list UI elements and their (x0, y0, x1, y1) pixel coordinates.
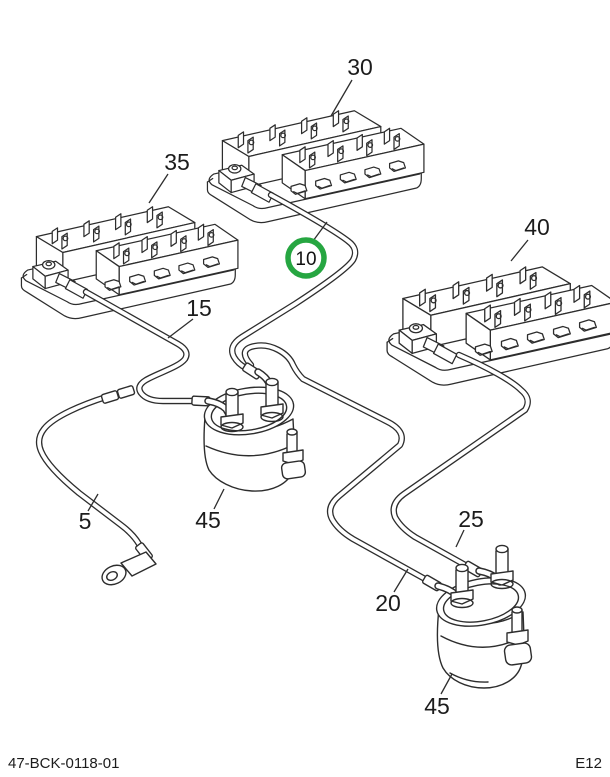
cable-10 (229, 191, 359, 372)
callout-15[interactable]: 15 (167, 295, 212, 339)
callout-5-label[interactable]: 5 (79, 508, 92, 534)
callout-10-label[interactable]: 10 (295, 249, 316, 270)
callout-25[interactable]: 25 (455, 506, 484, 548)
callout-25-label[interactable]: 25 (458, 506, 484, 532)
ring-terminal (101, 551, 157, 586)
callout-45-bottom-label[interactable]: 45 (424, 693, 450, 719)
page-code: E12 (575, 755, 602, 772)
callout-30[interactable]: 30 (330, 54, 373, 117)
callout-35[interactable]: 35 (148, 149, 190, 204)
callout-45-center-label[interactable]: 45 (195, 507, 221, 533)
canister-center-studs (220, 377, 307, 480)
fuse-block-40 (387, 267, 610, 385)
callout-20[interactable]: 20 (375, 568, 409, 616)
callout-35-label[interactable]: 35 (164, 149, 190, 175)
callout-10-highlighted[interactable]: 10 (285, 221, 328, 279)
callout-45-center[interactable]: 45 (195, 488, 225, 533)
fuse-block-30 (207, 111, 423, 223)
document-number: 47-BCK-0118-01 (8, 755, 119, 772)
highlight-circle[interactable] (285, 237, 327, 279)
callout-5[interactable]: 5 (79, 493, 99, 534)
cable-20 (241, 342, 429, 583)
callout-20-label[interactable]: 20 (375, 590, 401, 616)
callout-40-label[interactable]: 40 (524, 214, 550, 240)
callout-30-label[interactable]: 30 (347, 54, 373, 80)
cable-15 (82, 288, 198, 405)
callout-15-label[interactable]: 15 (186, 295, 212, 321)
callout-45-bottom[interactable]: 45 (424, 673, 453, 719)
canister-bottom-studs (450, 544, 533, 666)
callout-40[interactable]: 40 (510, 214, 550, 262)
cable-5 (35, 393, 151, 559)
cable-25 (390, 351, 531, 570)
